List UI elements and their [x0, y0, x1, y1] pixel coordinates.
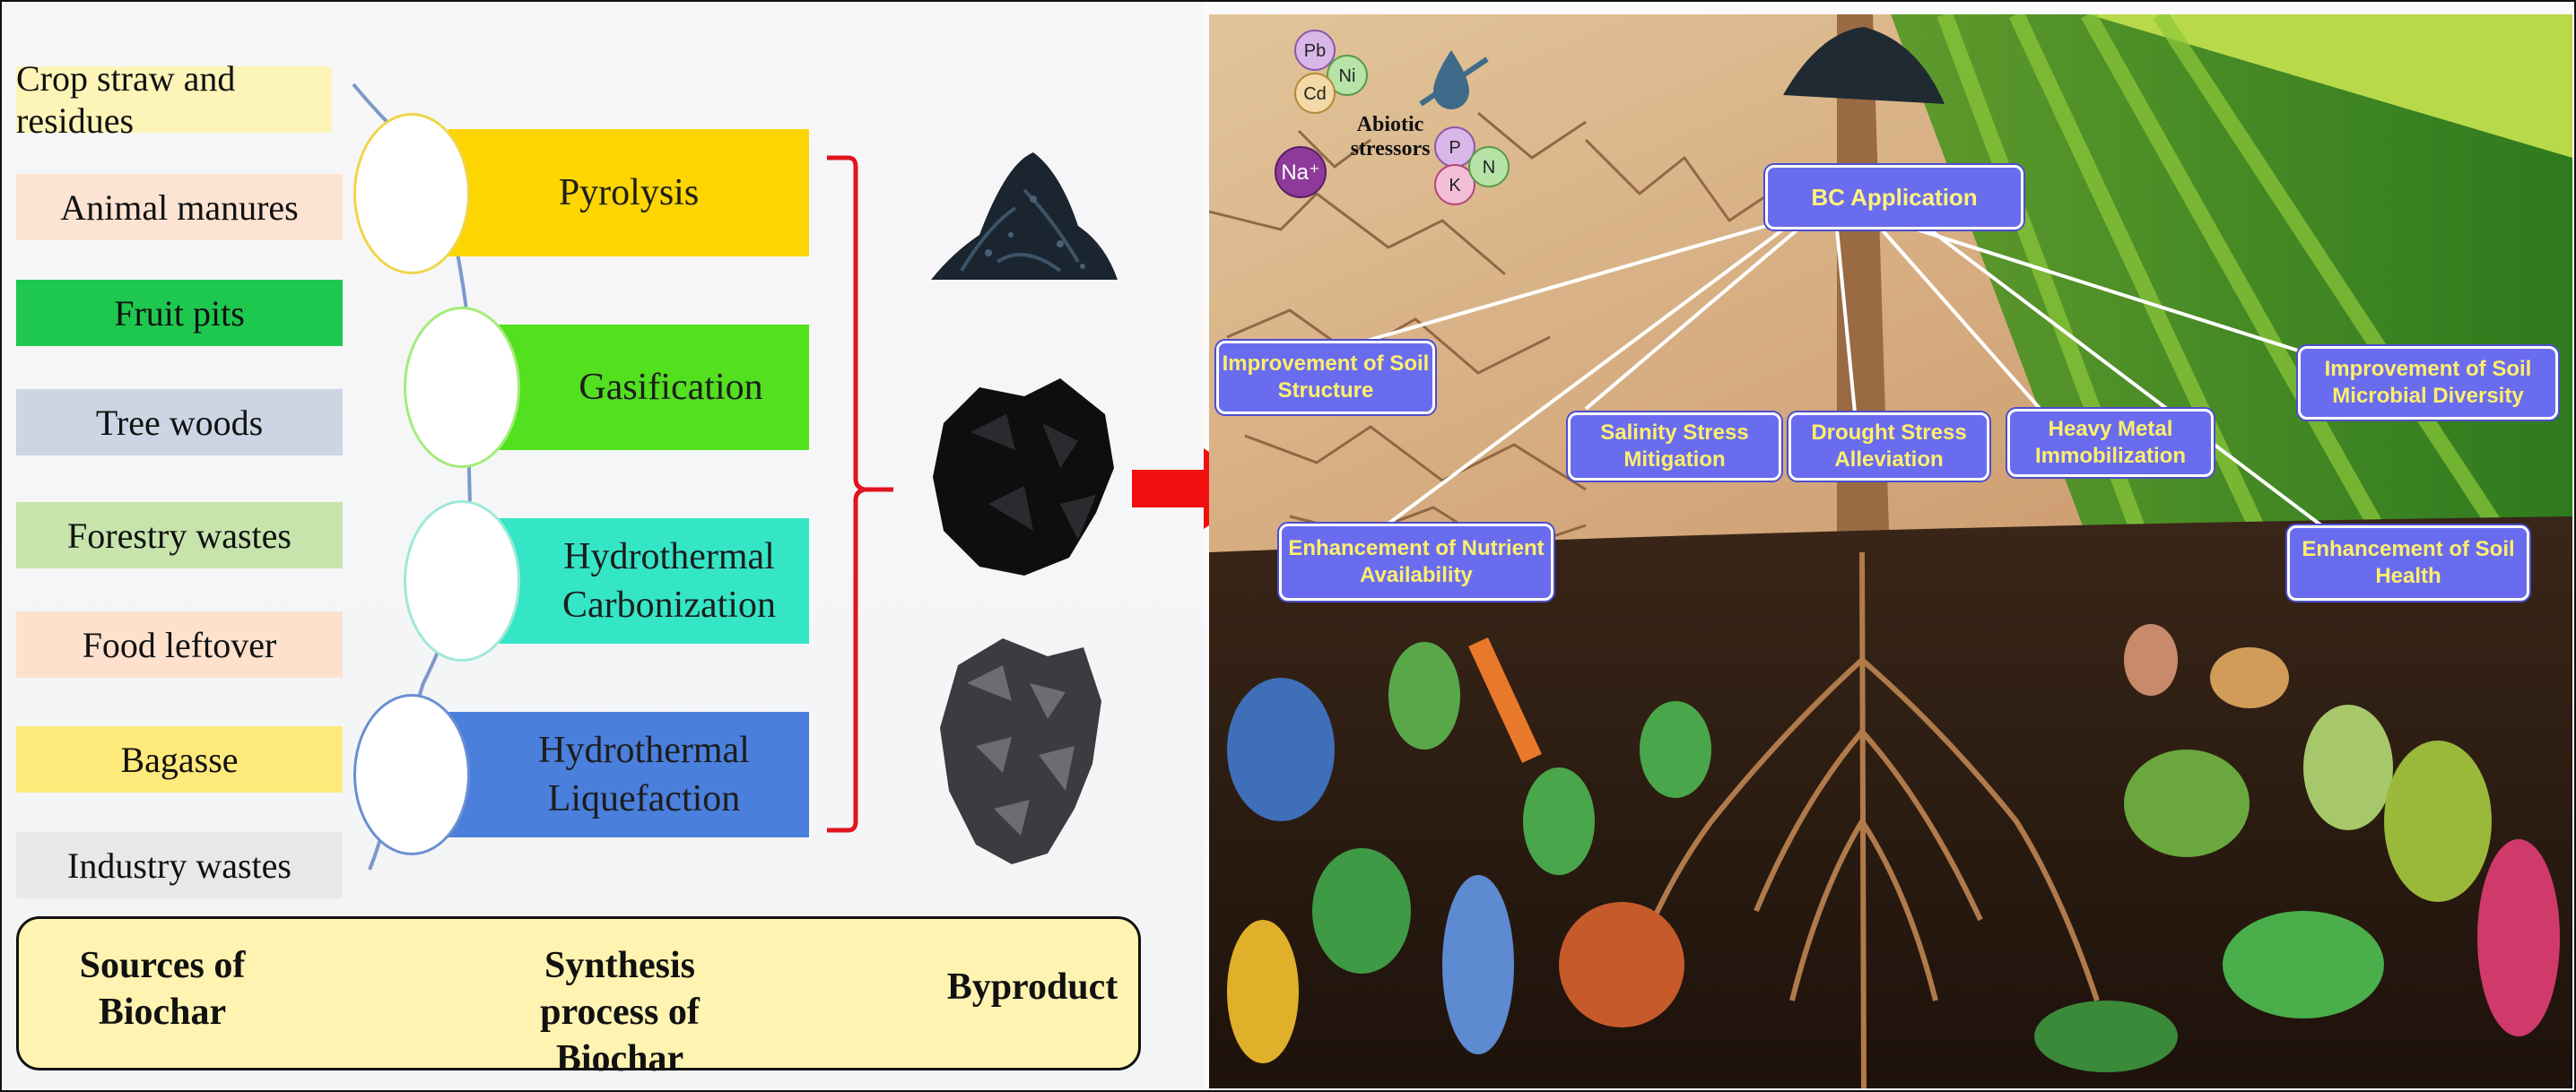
process-pyrolysis: Pyrolysis: [448, 129, 809, 256]
benefit-salinity-stress: Salinity Stress Mitigation: [1568, 412, 1781, 481]
ion-n: N: [1483, 158, 1495, 178]
process-hydrothermal-liquefaction: Hydrothermal Liquefaction: [443, 712, 809, 837]
source-forestry-wastes: Forestry wastes: [16, 502, 343, 568]
legend-bar: Sources of Biochar Synthesis process of …: [16, 916, 1141, 1079]
source-animal-manures: Animal manures: [16, 174, 343, 240]
benefit-soil-structure: Improvement of Soil Structure: [1216, 341, 1435, 414]
biochar-benefits-illustration: Pb Ni Cd Na⁺ P K N: [1209, 14, 2572, 1088]
abiotic-stressors-label: Abiotic stressors: [1350, 113, 1431, 160]
source-industry-wastes: Industry wastes: [16, 832, 343, 898]
process-node-pyrolysis: [353, 113, 470, 274]
source-food-leftover: Food leftover: [16, 611, 343, 678]
benefit-heavy-metal: Heavy Metal Immobilization: [2007, 409, 2214, 477]
ion-na: Na⁺: [1281, 160, 1319, 185]
biochar-pile-powder: [931, 152, 1118, 280]
no-water-icon: [1419, 50, 1489, 109]
heading-byproduct: Byproduct: [946, 966, 1118, 1008]
source-crop-straw: Crop straw and residues: [16, 58, 332, 141]
biochar-pile-flakes: [933, 378, 1114, 576]
process-hydrothermal-carbonization: Hydrothermal Carbonization: [493, 518, 809, 644]
process-node-gasification: [404, 307, 520, 468]
process-node-hydrothermal-liquefaction: [353, 694, 470, 855]
benefit-soil-health: Enhancement of Soil Health: [2287, 525, 2529, 601]
ion-ni: Ni: [1339, 66, 1356, 86]
ion-p: P: [1449, 138, 1460, 158]
benefit-drought-stress: Drought Stress Alleviation: [1788, 412, 1989, 481]
ion-pb: Pb: [1304, 41, 1326, 61]
heading-sources: Sources of Biochar: [79, 945, 246, 1033]
biochar-pile-pieces: [940, 638, 1101, 864]
biochar-production-panel: Crop straw and residues Animal manures F…: [2, 2, 1204, 1088]
source-bagasse: Bagasse: [16, 726, 343, 793]
process-node-hydrothermal-carbonization: [404, 500, 520, 662]
benefit-microbial-diversity: Improvement of Soil Microbial Diversity: [2298, 346, 2558, 420]
ion-cd: Cd: [1303, 84, 1327, 104]
ion-k: K: [1449, 176, 1461, 195]
source-fruit-pits: Fruit pits: [16, 280, 343, 346]
process-bracket: [827, 155, 893, 833]
process-gasification: Gasification: [497, 325, 809, 450]
benefit-nutrient-availability: Enhancement of Nutrient Availability: [1279, 524, 1553, 601]
heading-synthesis: Synthesis process of Biochar: [540, 945, 700, 1079]
source-tree-woods: Tree woods: [16, 389, 343, 455]
bc-application-box: BC Application: [1765, 165, 2023, 230]
